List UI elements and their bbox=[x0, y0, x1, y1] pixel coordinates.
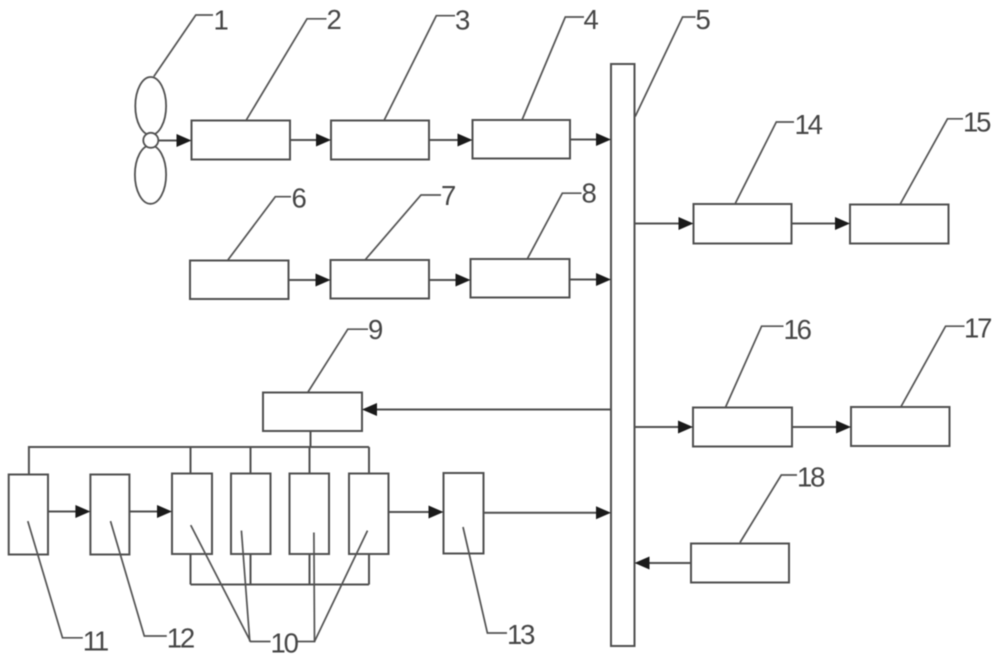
svg-text:4: 4 bbox=[584, 4, 599, 35]
svg-text:12: 12 bbox=[167, 623, 194, 654]
svg-text:7: 7 bbox=[441, 180, 455, 211]
svg-text:14: 14 bbox=[795, 109, 823, 140]
svg-text:16: 16 bbox=[784, 314, 812, 345]
svg-text:9: 9 bbox=[368, 314, 382, 345]
svg-text:10: 10 bbox=[271, 627, 299, 658]
svg-text:15: 15 bbox=[963, 106, 991, 137]
svg-text:2: 2 bbox=[327, 4, 341, 35]
svg-text:5: 5 bbox=[696, 4, 711, 35]
svg-text:8: 8 bbox=[582, 178, 597, 209]
svg-text:1: 1 bbox=[214, 5, 228, 36]
svg-text:6: 6 bbox=[292, 183, 307, 214]
svg-text:11: 11 bbox=[83, 625, 108, 656]
svg-text:3: 3 bbox=[455, 5, 470, 36]
svg-text:13: 13 bbox=[507, 619, 535, 650]
svg-text:17: 17 bbox=[964, 313, 991, 344]
svg-text:18: 18 bbox=[797, 461, 825, 492]
